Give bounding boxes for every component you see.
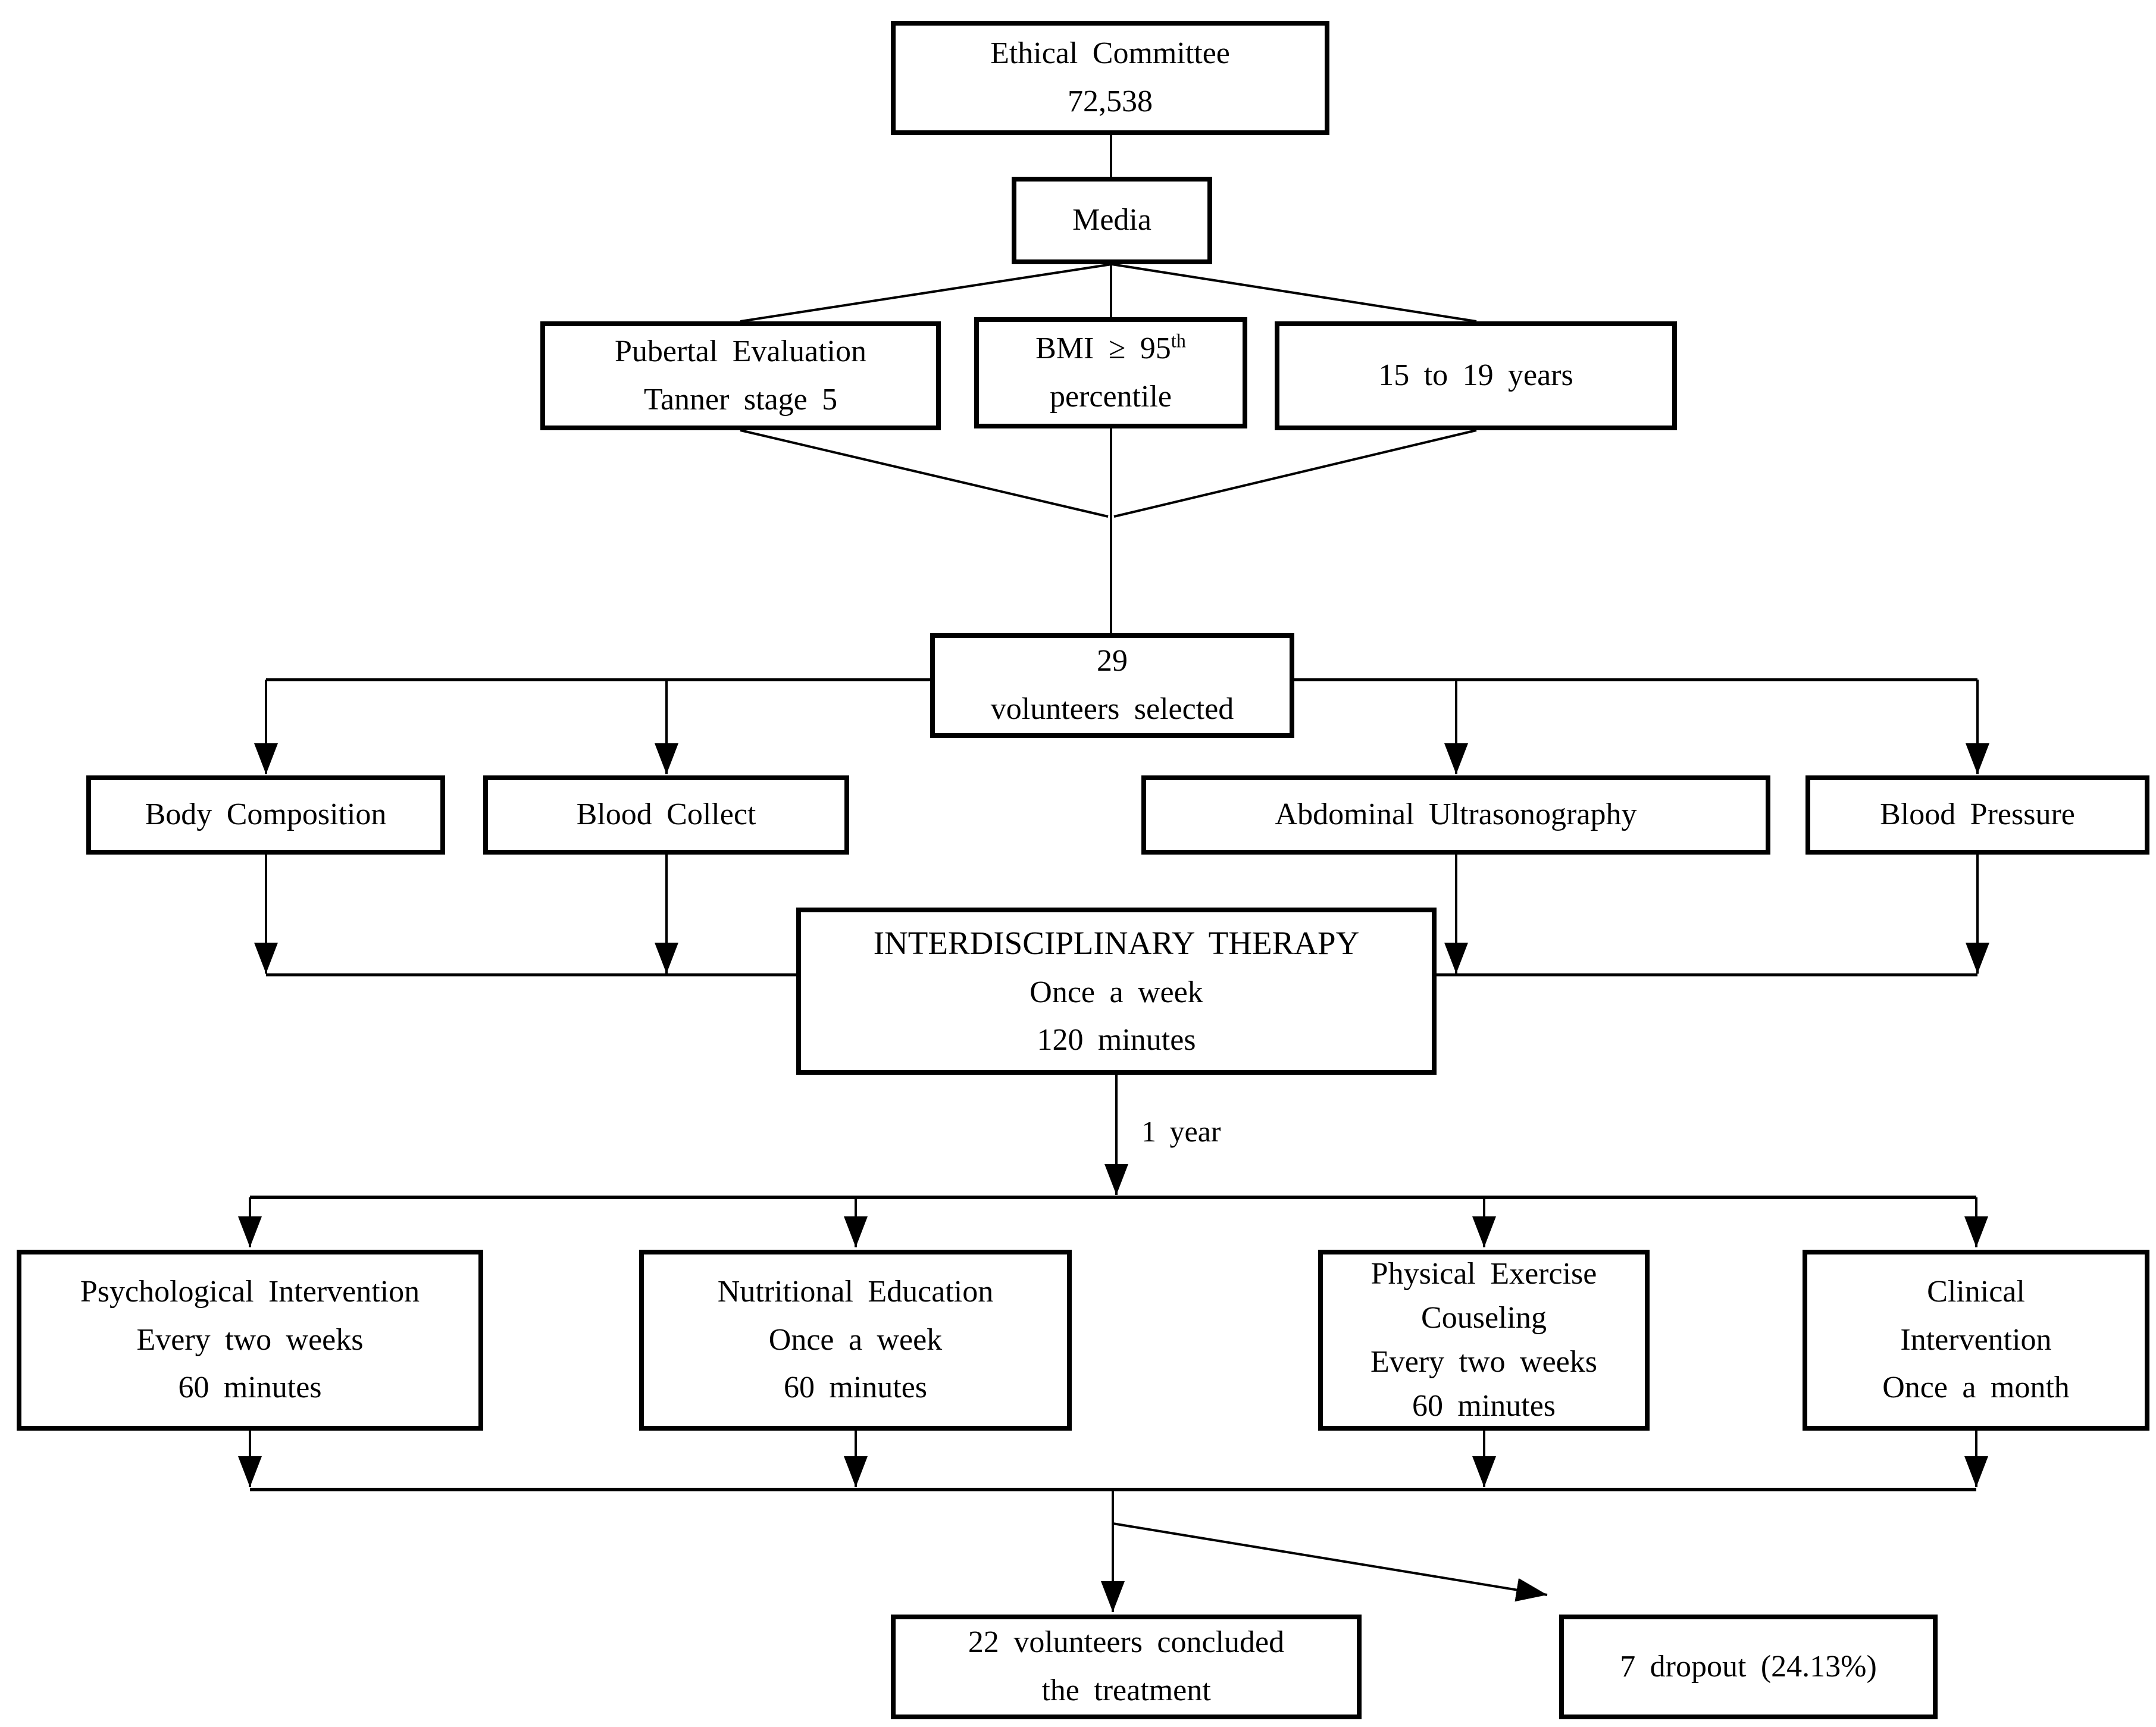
abdominal-ultrasonography-label: Abdominal Ultrasonography [1275,797,1637,832]
bmi-value: BMI ≥ 95 [1035,331,1171,365]
nutritional-duration: 60 minutes [783,1371,928,1405]
physical-duration: 60 minutes [1412,1388,1556,1423]
node-volunteers-selected: 29 volunteers selected [930,633,1294,738]
nutritional-frequency: Once a week [768,1322,943,1357]
psychological-frequency: Every two weeks [136,1322,364,1357]
volunteers-count: 29 [1097,644,1128,678]
clinical-frequency: Once a month [1882,1371,2070,1405]
node-interdisciplinary-therapy: INTERDISCIPLINARY THERAPY Once a week 12… [796,908,1437,1075]
bmi-line-2: percentile [1050,379,1172,414]
node-blood-collect: Blood Collect [483,775,849,855]
connector-arrows [238,680,1989,1612]
node-ethical-committee: Ethical Committee 72,538 [891,21,1329,135]
nutritional-title: Nutritional Education [717,1275,994,1309]
therapy-frequency: Once a week [1030,975,1203,1009]
node-abdominal-ultrasonography: Abdominal Ultrasonography [1141,775,1770,855]
node-clinical-intervention: Clinical Intervention Once a month [1803,1250,2149,1431]
blood-pressure-label: Blood Pressure [1880,797,2075,832]
ethical-committee-title: Ethical Committee [990,36,1230,71]
node-nutritional-education: Nutritional Education Once a week 60 min… [639,1250,1072,1431]
therapy-duration: 120 minutes [1037,1023,1196,1058]
node-pubertal-evaluation: Pubertal Evaluation Tanner stage 5 [540,321,941,430]
pubertal-line-2: Tanner stage 5 [643,382,838,417]
physical-frequency: Every two weeks [1370,1345,1597,1379]
node-physical-exercise-counseling: Physical Exercise Couseling Every two we… [1318,1250,1650,1431]
node-volunteers-concluded: 22 volunteers concluded the treatment [891,1615,1362,1719]
therapy-title: INTERDISCIPLINARY THERAPY [873,925,1360,962]
psychological-duration: 60 minutes [178,1371,322,1405]
one-year-label: 1 year [1141,1115,1221,1148]
bmi-ordinal-suffix: th [1171,330,1186,352]
node-psychological-intervention: Psychological Intervention Every two wee… [17,1250,483,1431]
node-media: Media [1012,177,1212,264]
concluded-line-1: 22 volunteers concluded [968,1625,1285,1660]
age-range-label: 15 to 19 years [1378,358,1573,393]
physical-title-1: Physical Exercise [1370,1257,1597,1291]
node-bmi-percentile: BMI ≥ 95th percentile [974,317,1247,428]
node-dropout: 7 dropout (24.13%) [1559,1615,1938,1719]
physical-title-2: Couseling [1421,1301,1547,1335]
volunteers-label: volunteers selected [990,692,1234,726]
concluded-line-2: the treatment [1041,1673,1211,1707]
node-body-composition: Body Composition [86,775,445,855]
clinical-title-2: Intervention [1900,1322,2052,1357]
node-blood-pressure: Blood Pressure [1805,775,2149,855]
body-composition-label: Body Composition [145,797,387,832]
bmi-line-1: BMI ≥ 95th [1035,325,1186,373]
clinical-title-1: Clinical [1927,1275,2025,1309]
pubertal-line-1: Pubertal Evaluation [615,334,866,368]
blood-collect-label: Blood Collect [576,797,756,832]
media-label: Media [1072,203,1151,237]
psychological-title: Psychological Intervention [80,1275,420,1309]
ethical-committee-count: 72,538 [1068,85,1153,118]
dropout-label: 7 dropout (24.13%) [1620,1649,1877,1684]
node-age-range: 15 to 19 years [1275,321,1677,430]
